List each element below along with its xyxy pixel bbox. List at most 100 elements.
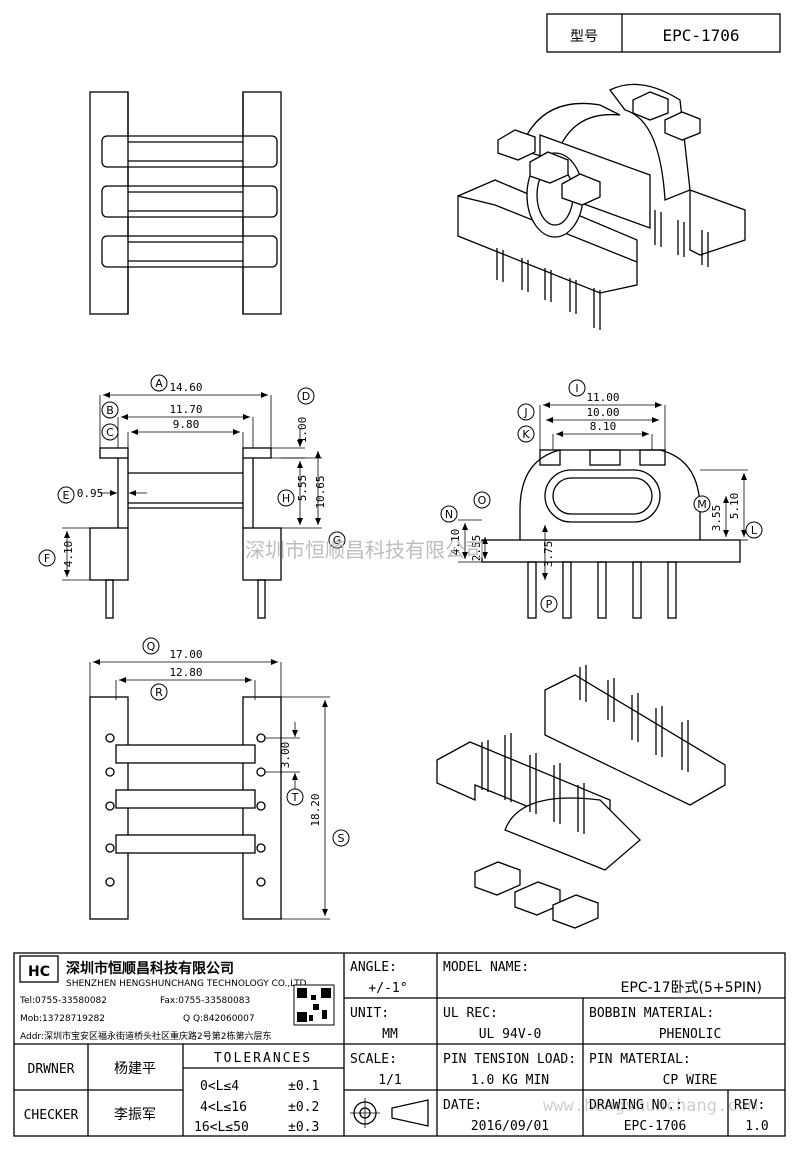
svg-text:T: T <box>291 791 299 804</box>
bubble-a: A <box>150 374 168 392</box>
svg-text:K: K <box>522 428 530 441</box>
svg-text:S: S <box>338 832 345 845</box>
bubble-i: I <box>568 379 586 397</box>
svg-text:A: A <box>155 377 163 390</box>
pin-tension-value: 1.0 KG MIN <box>471 1073 549 1088</box>
angle-value: +/-1° <box>368 981 407 996</box>
svg-text:B: B <box>106 404 114 417</box>
rev-value: 1.0 <box>745 1119 768 1134</box>
bubble-t: T <box>286 788 304 806</box>
watermark-url: www.hengshunchang.com <box>543 1096 758 1116</box>
dims-side: 11.00 10.00 8.10 5.10 3.55 4.10 2.55 3.7… <box>449 391 748 580</box>
tolerance-value: ±0.1 <box>288 1079 319 1094</box>
bubble-m: M <box>693 495 711 513</box>
drawing-no-value: EPC-1706 <box>624 1119 687 1134</box>
dim-o-value: 2.55 <box>470 535 483 562</box>
iso-view-bottom <box>436 665 726 929</box>
scale-label: SCALE: <box>350 1052 397 1067</box>
tolerance-range: 16<L≤50 <box>194 1120 249 1135</box>
company-fax: Fax:0755-33580083 <box>160 996 250 1006</box>
bubble-l: L <box>745 521 763 539</box>
unit-value: MM <box>382 1027 398 1042</box>
rev-label: REV: <box>734 1098 765 1113</box>
bubble-c: C <box>101 423 119 441</box>
company-addr: Addr:深圳市宝安区福永街道桥头社区重庆路2号第2栋第六层东 <box>20 1030 271 1042</box>
bubble-q: Q <box>142 637 160 655</box>
bubble-p: P <box>540 595 558 613</box>
dim-h-value: 5.55 <box>296 475 309 502</box>
model-name-value: EPC-17卧式(5+5PIN) <box>621 980 762 996</box>
tolerance-range: 4<L≤16 <box>200 1100 247 1115</box>
qr-code <box>293 984 335 1026</box>
svg-text:R: R <box>155 686 163 699</box>
ul-rec-label: UL REC: <box>443 1006 498 1021</box>
dim-p-value: 3.75 <box>542 541 555 568</box>
company-name: 深圳市恒顺昌科技有限公司 <box>66 960 234 977</box>
bubble-o: O <box>473 491 491 509</box>
dim-k-value: 8.10 <box>590 420 617 433</box>
bubble-h: H <box>277 489 295 507</box>
bobbin-material-value: PHENOLIC <box>659 1027 722 1042</box>
svg-text:Q: Q <box>147 640 156 653</box>
svg-text:O: O <box>478 494 487 507</box>
dim-a-value: 14.60 <box>169 381 202 394</box>
bubble-e: E <box>57 486 75 504</box>
dimension-bubbles: A B C D E F G H I J K L M N O P Q R S T <box>38 374 763 847</box>
company-name-en: SHENZHEN HENGSHUNCHANG TECHNOLOGY CO.,LT… <box>66 979 307 989</box>
bubble-j: J <box>517 403 535 421</box>
dim-d-value: 1.00 <box>296 417 309 444</box>
svg-text:C: C <box>106 426 114 439</box>
model-name-label: MODEL NAME: <box>443 960 529 975</box>
bubble-b: B <box>101 401 119 419</box>
dim-f-value: 4.10 <box>62 541 75 568</box>
tolerance-value: ±0.3 <box>288 1120 319 1135</box>
bubble-d: D <box>297 387 315 405</box>
dim-e-value: 0.95 <box>77 487 104 500</box>
bubble-r: R <box>150 683 168 701</box>
bobbin-material-label: BOBBIN MATERIAL: <box>589 1006 714 1021</box>
unit-label: UNIT: <box>350 1006 389 1021</box>
company-logo: HC <box>19 955 59 983</box>
top-view <box>89 91 282 315</box>
company-qq: Q Q:842060007 <box>183 1014 255 1024</box>
dims-front: 14.60 11.70 9.80 1.00 0.95 4.10 5.55 10.… <box>62 381 327 581</box>
svg-text:G: G <box>333 534 342 547</box>
drawing-no-label: DRAWING NO.: <box>589 1098 683 1113</box>
angle-label: ANGLE: <box>350 960 397 975</box>
tolerances-label: TOLERANCES <box>214 1051 312 1066</box>
side-view <box>481 449 741 619</box>
svg-text:D: D <box>302 390 310 403</box>
title-block: HC 深圳市恒顺昌科技有限公司 SHENZHEN HENGSHUNCHANG T… <box>13 952 786 1137</box>
dim-c-value: 9.80 <box>173 418 200 431</box>
svg-text:I: I <box>575 382 578 395</box>
dim-j-value: 10.00 <box>586 406 619 419</box>
dim-m-value: 3.55 <box>710 505 723 532</box>
tolerance-value: ±0.2 <box>288 1100 319 1115</box>
svg-text:P: P <box>546 598 553 611</box>
front-view <box>89 447 282 619</box>
drawer-label: DRWNER <box>28 1062 75 1077</box>
tolerance-range: 0<L≤4 <box>200 1079 239 1094</box>
svg-text:HC: HC <box>28 964 50 980</box>
pin-material-label: PIN MATERIAL: <box>589 1052 691 1067</box>
bubble-n: N <box>440 505 458 523</box>
svg-text:E: E <box>63 489 70 502</box>
dims-bottom: 17.00 12.80 18.20 3.00 <box>89 648 330 920</box>
tolerance-rows: 0<L≤4 ±0.1 4<L≤16 ±0.2 16<L≤50 ±0.3 <box>194 1079 319 1135</box>
checker-label: CHECKER <box>24 1108 79 1123</box>
dim-g-value: 10.65 <box>314 475 327 508</box>
svg-text:H: H <box>282 492 290 505</box>
dim-i-value: 11.00 <box>586 391 619 404</box>
dim-r-value: 12.80 <box>169 666 202 679</box>
svg-text:J: J <box>523 406 527 419</box>
bubble-s: S <box>332 829 350 847</box>
svg-text:N: N <box>445 508 453 521</box>
dim-t-value: 3.00 <box>279 742 292 769</box>
dim-b-value: 11.70 <box>169 403 202 416</box>
dim-q-value: 17.00 <box>169 648 202 661</box>
dim-n-value: 4.10 <box>449 529 462 556</box>
model-value: EPC-1706 <box>662 26 739 45</box>
company-tel: Tel:0755-33580082 <box>19 996 107 1006</box>
company-mob: Mob:13728719282 <box>20 1014 105 1024</box>
